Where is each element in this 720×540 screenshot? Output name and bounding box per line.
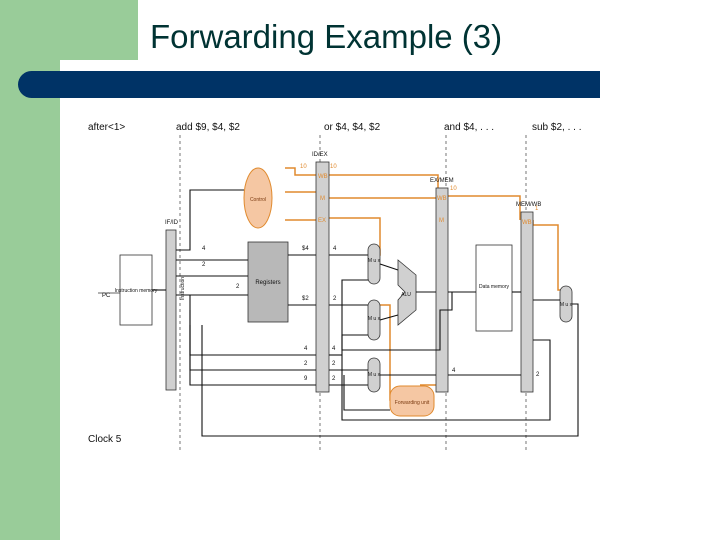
reg-read-4: $4 [302,246,309,252]
mem-wb-label: MEM/WB [516,202,541,208]
stage-label-add: add $9, $4, $2 [176,122,240,133]
datapath-wires [152,189,579,437]
stage-label-or: or $4, $4, $2 [324,122,381,133]
forwarding-unit [389,385,435,417]
control-value-10b: 10 [330,164,337,170]
if-id-label: IF/ID [165,220,179,226]
idex-val-4: 4 [333,246,337,252]
mem-wb-wb-field: WB [522,220,532,226]
register-file-label: Registers [255,280,280,286]
rd-value-2: 2 [304,361,308,367]
corner-accent [60,0,138,60]
rs-field: 4 [202,246,206,252]
alu [397,259,417,326]
data-memory-label: Data memory [479,284,510,290]
id-ex-wb-field: WB [318,174,328,180]
rt-field-2: 2 [236,284,240,290]
rs-value-9: 9 [304,376,308,382]
id-ex-ex-field: EX [318,218,326,224]
instruction-memory [119,254,153,326]
mem-wb-register [520,211,534,393]
stage-label-and: and $4, . . . [444,122,494,133]
control-value-1: 1 [535,206,539,212]
instruction-memory-label: Instruction memory [115,288,158,294]
register-file [247,241,289,323]
idex-out-2: 2 [332,361,336,367]
control-label: Control [250,197,266,203]
id-ex-register [315,161,330,393]
alu-mux-b-label: M u x [368,316,381,322]
if-id-register [165,229,177,391]
reg-read-2: $2 [302,296,309,302]
forwarding-unit-label: Forwarding unit [395,400,430,406]
stage-label-after: after<1> [88,122,125,133]
control-unit [243,167,273,229]
rd-value-4: 4 [304,346,308,352]
control-value-10a: 10 [300,164,307,170]
data-memory [475,244,513,332]
rt-field: 2 [202,262,206,268]
memwb-rd-2: 2 [536,372,540,378]
ex-mem-register [435,187,449,393]
idex-out-2b: 2 [332,376,336,382]
idex-val-2: 2 [333,296,337,302]
slide-title: Forwarding Example (3) [150,18,503,55]
alu-mux-a [367,243,381,285]
pipeline-diagram: after<1> add $9, $4, $2 or $4, $4, $2 an… [88,122,581,450]
id-ex-label: ID/EX [312,152,328,158]
alu-mux-a-label: M u x [368,258,381,264]
ex-mem-wb-field: WB [437,196,447,202]
id-ex-m-field: M [320,196,325,202]
ex-mem-m-field: M [439,218,444,224]
clock-label: Clock 5 [88,434,122,445]
writeback-mux-label: M u x [560,302,573,308]
regdst-mux-label: M u x [368,372,381,378]
title-underline-band [18,71,600,98]
stage-label-sub: sub $2, . . . [532,122,581,133]
alu-label: ALU [401,292,411,298]
control-value-10c: 10 [450,186,457,192]
idex-out-4: 4 [332,346,336,352]
exmem-rd-4: 4 [452,368,456,374]
pc-label: PC [102,293,111,299]
instruction-label: Instruction [180,277,186,300]
ex-mem-label: EX/MEM [430,178,454,184]
